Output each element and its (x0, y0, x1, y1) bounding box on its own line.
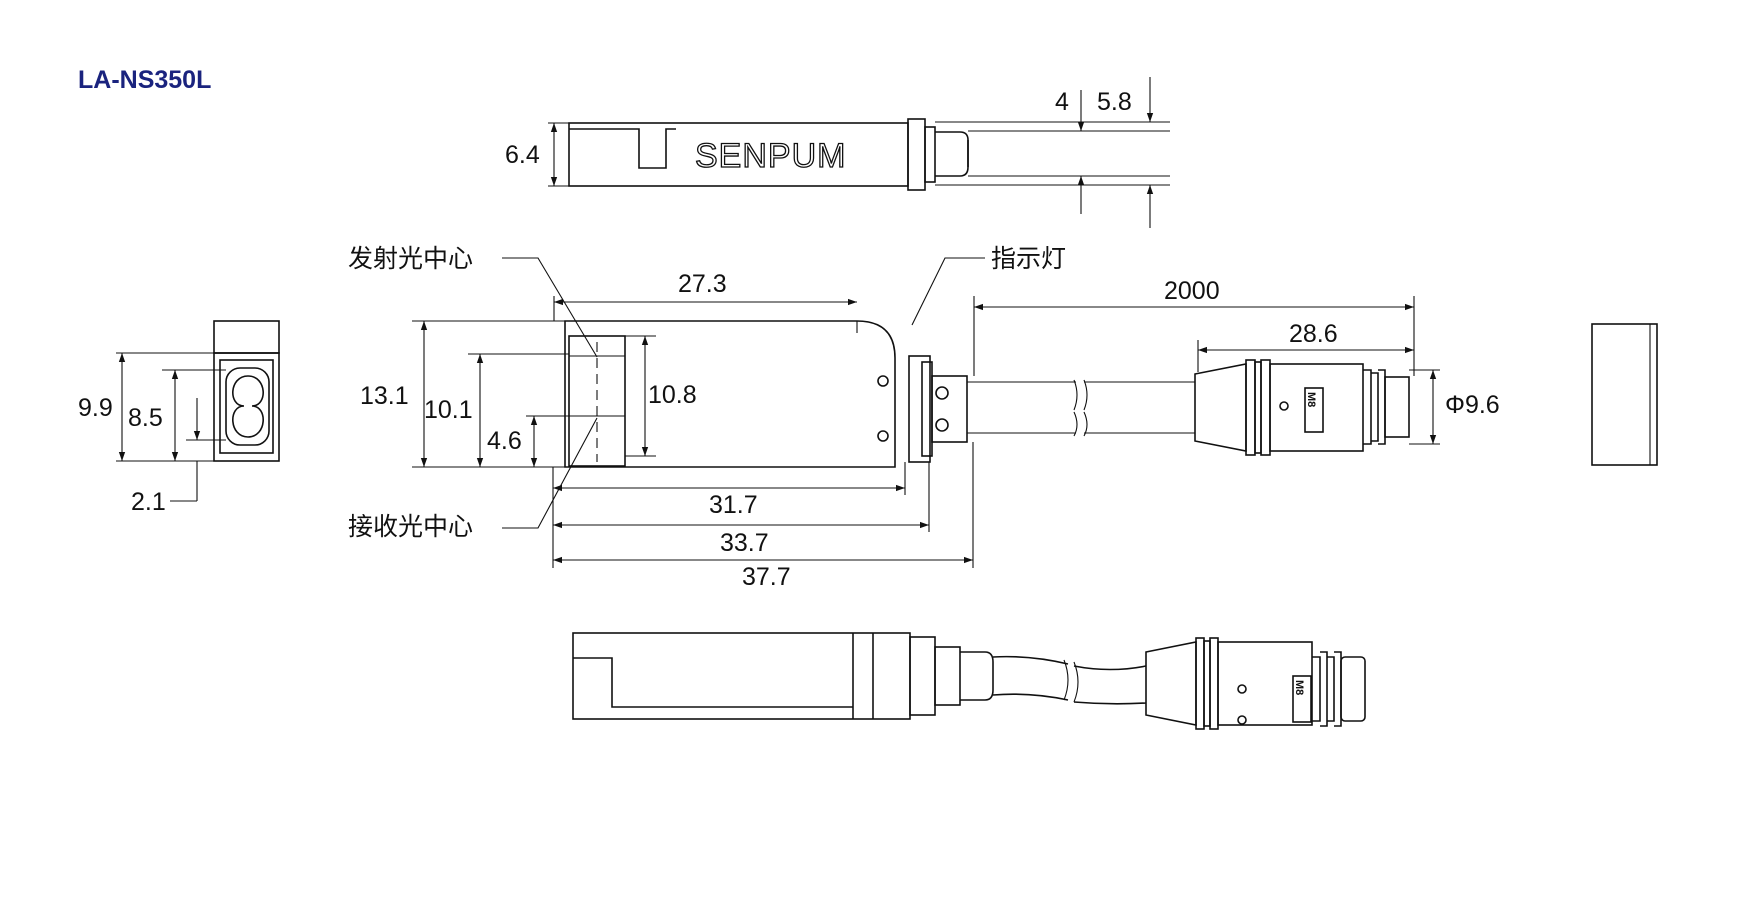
bottom-connector-thread (1312, 651, 1342, 727)
dim-2000: 2000 (1164, 277, 1220, 305)
dim-10-1: 10.1 (424, 396, 473, 424)
top-view: SENPUM 6.4 4 5.8 (505, 77, 1170, 228)
top-view-collar (924, 126, 936, 183)
bottom-connector-marking: M8 (1293, 680, 1305, 695)
label-indicator: 指示灯 (991, 244, 1066, 273)
bottom-view: M8 (572, 632, 1366, 730)
connector-marking: M8 (1305, 392, 1317, 407)
front-flange (908, 355, 931, 463)
bottom-connector-body (1217, 641, 1313, 726)
cable-gland (931, 375, 968, 443)
leader-receiver (502, 417, 598, 529)
bottom-view-step (573, 657, 853, 708)
lens-window (225, 367, 270, 446)
end-view-body (1591, 323, 1658, 466)
label-receiver-center: 接收光中心 (348, 512, 473, 541)
bottom-connector-boot (1145, 641, 1197, 726)
dim-33-7: 33.7 (720, 529, 769, 557)
front-view-body (564, 320, 896, 468)
dim-13-1: 13.1 (360, 382, 409, 410)
front-view: M8 发射光中心 接收光中心 指示灯 27.3 2000 28.6 Φ9.6 1… (348, 244, 1500, 591)
connector-boot (1194, 363, 1247, 452)
dim-2-1: 2.1 (131, 488, 166, 516)
dim-4-6: 4.6 (487, 427, 522, 455)
cable-break (1073, 379, 1088, 437)
left-side-view: 9.9 8.5 2.1 (78, 320, 280, 516)
right-end-view (1591, 323, 1658, 466)
bottom-view-body (572, 632, 911, 720)
dim-10-8: 10.8 (648, 381, 697, 409)
dim-9-9: 9.9 (78, 394, 113, 422)
leader-indicator (911, 257, 985, 326)
dim-31-7: 31.7 (709, 491, 758, 519)
side-view-top-block (213, 320, 280, 354)
indicator-led-1 (877, 375, 889, 387)
lens-shape (232, 375, 264, 438)
leader-emitter (502, 257, 598, 358)
dim-8-5: 8.5 (128, 404, 163, 432)
dim-6-4: 6.4 (505, 141, 540, 169)
connector-thread (1363, 369, 1386, 445)
dim-27-3: 27.3 (678, 270, 727, 298)
top-view-nose (935, 131, 969, 177)
dim-5-8: 5.8 (1097, 88, 1132, 116)
dim-phi-9-6: Φ9.6 (1445, 391, 1500, 419)
indicator-led-2 (877, 430, 889, 442)
dim-37-7: 37.7 (742, 563, 791, 591)
dim-28-6: 28.6 (1289, 320, 1338, 348)
connector-body (1269, 363, 1364, 452)
top-view-flange (907, 118, 926, 191)
brand-mark: SENPUM (695, 137, 846, 175)
top-view-notch (569, 128, 676, 169)
side-view-body (213, 352, 280, 462)
model-title: LA-NS350L (78, 66, 211, 94)
dim-4: 4 (1055, 88, 1069, 116)
label-emitter-center: 发射光中心 (348, 244, 473, 273)
